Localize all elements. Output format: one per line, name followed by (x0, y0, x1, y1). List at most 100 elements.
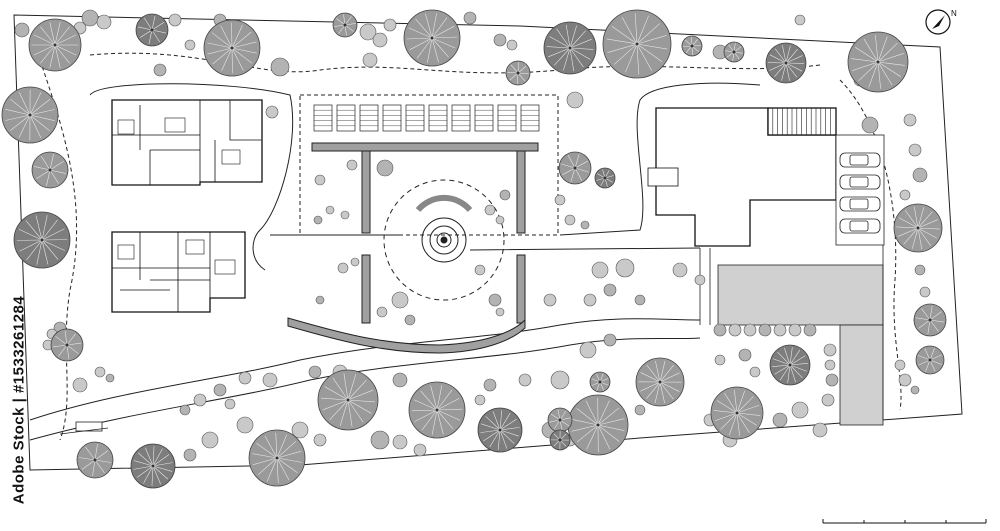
fountain-jet (440, 236, 448, 244)
shrub (493, 33, 507, 47)
shrub (672, 262, 688, 278)
shrub (168, 13, 182, 27)
shrub (213, 383, 227, 397)
pergola-bench (359, 104, 379, 132)
tree (248, 429, 306, 487)
bay-window (647, 167, 679, 187)
fountain-outer (421, 217, 467, 263)
shrub (794, 14, 806, 26)
entrance-gate (59, 421, 109, 435)
shrub (791, 401, 809, 419)
shrub (314, 174, 326, 186)
shrub (376, 159, 394, 177)
shrub (758, 323, 772, 337)
tree (765, 42, 807, 84)
tree (135, 13, 169, 47)
tree (203, 19, 261, 77)
hedge-lower-left (361, 254, 371, 324)
shrub (694, 274, 706, 286)
shrub (495, 307, 505, 317)
pergola-bench (497, 104, 517, 132)
hedge-right (516, 150, 526, 234)
formal-garden (287, 94, 559, 354)
shrub (484, 204, 496, 216)
shrub (392, 372, 408, 388)
pergola-bench (451, 104, 471, 132)
property-boundary (13, 14, 963, 471)
fountain-ring-inner (436, 232, 452, 248)
parked-car (839, 218, 881, 234)
shrub (749, 366, 761, 378)
parked-car (839, 196, 881, 212)
pergola-bench (382, 104, 402, 132)
pergola-bench (336, 104, 356, 132)
shrub (743, 323, 757, 337)
shrub (315, 295, 325, 305)
shrub (903, 113, 917, 127)
shrub (824, 359, 836, 371)
tree (723, 41, 745, 63)
tree (549, 429, 571, 451)
plaza-circle (383, 179, 505, 301)
shrub (615, 258, 635, 278)
shrub (634, 294, 646, 306)
tree (710, 386, 764, 440)
shrub (337, 262, 349, 274)
tree (594, 167, 616, 189)
shrub (153, 63, 167, 77)
shrub (495, 215, 505, 225)
tree (408, 381, 466, 439)
shrub (634, 404, 646, 416)
tree (602, 9, 672, 79)
shrub (474, 394, 486, 406)
shrub (183, 448, 197, 462)
shrub (543, 293, 557, 307)
main-walk-lower (29, 337, 701, 441)
shrub (554, 194, 566, 206)
tree (28, 18, 82, 72)
shrub (566, 91, 584, 109)
shrub (184, 39, 196, 51)
tree (543, 21, 597, 75)
tree (769, 344, 811, 386)
shrub (359, 23, 377, 41)
shrub (728, 323, 742, 337)
hedge-lower-right (516, 254, 526, 324)
parked-car (839, 152, 881, 168)
shrub (506, 39, 518, 51)
shrub (291, 421, 309, 439)
footpath-top (89, 52, 821, 74)
shrub (518, 373, 532, 387)
tree (915, 345, 945, 375)
shrub (580, 220, 590, 230)
tree (505, 60, 531, 86)
shrub (340, 210, 350, 220)
shrub (96, 14, 112, 30)
shrub (919, 286, 931, 298)
shrub (861, 116, 879, 134)
shrub (550, 370, 570, 390)
shrub (463, 11, 477, 25)
tree (913, 303, 947, 337)
townhouse-block-north (111, 99, 263, 186)
tree (130, 443, 176, 489)
shrub (370, 430, 390, 450)
pergola-bench-row (313, 104, 540, 132)
main-house (647, 107, 837, 247)
tree (847, 31, 909, 93)
fountain-ring (429, 225, 459, 255)
tree (50, 328, 84, 362)
stock-id-text: Adobe Stock | #1533261284 (10, 295, 28, 505)
tree (681, 35, 703, 57)
shrub (772, 412, 788, 428)
shrub (201, 431, 219, 449)
shrub (714, 354, 726, 366)
hedge-top (311, 142, 539, 152)
shrub (392, 434, 408, 450)
shrub (94, 366, 106, 378)
tree (477, 407, 523, 453)
shrub (391, 291, 409, 309)
shrub (224, 398, 236, 410)
shrub (14, 22, 30, 38)
